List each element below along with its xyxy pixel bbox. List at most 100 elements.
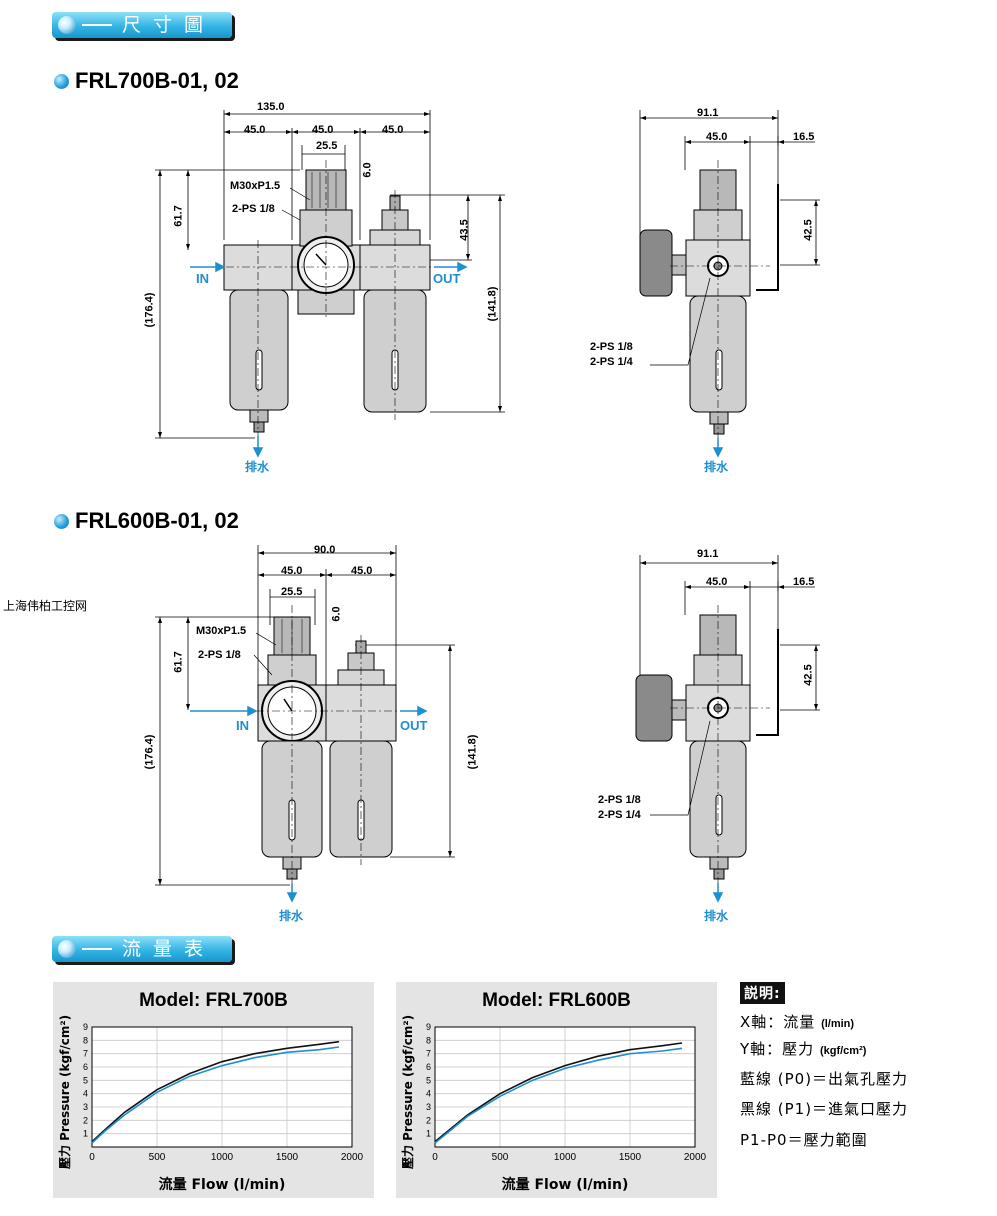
y-tick-label: 3 [426,1102,431,1112]
dim-seg2: 45.0 [351,565,373,577]
dim-lower-height: (141.8) [486,286,499,322]
legend-y-axis: Y軸：壓力 (kgf/cm²) [740,1038,866,1059]
y-tick-label: 3 [83,1102,88,1112]
legend-x-axis-text: X軸：流量 [740,1013,816,1031]
bullet-icon [58,16,76,34]
dim-knob-offset: 6.0 [361,162,374,178]
y-tick-label: 1 [426,1129,431,1139]
y-tick-label: 6 [83,1062,88,1072]
chart-frl600b: 1 2 3 4 5 6 7 8 9 0 500 1000 1500 2000 流量 Flow (l/min)… [400,1015,707,1193]
y-tick-label: 7 [426,1049,431,1059]
port-label-1: 2-PS 1/8 [598,794,641,806]
frl700b-front-drawing [155,110,505,458]
y-tick-label: 2 [426,1115,431,1125]
legend-x-unit: (l/min) [821,1018,855,1030]
inlet-label: IN [196,271,209,286]
dim-body-width: 45.0 [706,131,728,143]
model-title-frl600b: FRL600B-01, 02 [54,508,239,534]
drain-label: 排水 [704,909,729,923]
dim-knob-offset: 6.0 [330,606,343,622]
chart-panel-frl600b: Model: FRL600B 1 2 3 4 5 6 7 8 9 0 500 1000 1500 2000… [396,982,717,1198]
legend-y-unit: (kgf/cm²) [819,1045,867,1057]
dimensions-section-title: 尺寸圖 [122,14,216,36]
legend-blue-line: 藍線 (P0)＝出氣孔壓力 [740,1070,909,1088]
dim-seg3: 45.0 [382,124,404,136]
inlet-label: IN [236,718,249,733]
model-title-frl700b: FRL700B-01, 02 [54,68,239,94]
x-tick-label: 500 [149,1152,166,1163]
x-axis-label: 流量 Flow (l/min) [502,1176,629,1193]
y-tick-label: 6 [426,1062,431,1072]
x-tick-label: 0 [432,1152,438,1163]
series-line-1 [434,1047,683,1144]
series-line-0 [91,1040,340,1143]
banner-dash [82,24,112,26]
dim-body-width: 45.0 [706,576,728,588]
model-title-text: FRL700B-01, 02 [75,68,239,93]
dim-seg1: 45.0 [281,565,303,577]
frl700b-side-drawing [639,110,820,458]
frl600b-front-drawing [155,545,455,903]
watermark-text: 上海伟柏工控网 [3,599,88,613]
drain-label: 排水 [245,460,270,474]
dim-thread: M30xP1.5 [230,180,281,192]
y-tick-label: 7 [83,1049,88,1059]
legend-difference: P1-P0＝壓力範圍 [740,1131,868,1149]
y-tick-label: 9 [426,1022,431,1032]
dim-bracket-offset: 16.5 [793,131,815,143]
frl600b-side-drawing [635,555,820,903]
dim-upper-height: 61.7 [172,651,185,673]
flow-section-title: 流量表 [122,938,216,960]
plot-frame [434,1026,696,1148]
flow-section-banner: 流量表 [52,936,242,966]
legend-header: 説明: [740,982,785,1004]
y-tick-label: 8 [426,1035,431,1045]
dim-seg2: 45.0 [312,124,334,136]
x-axis-label: 流量 Flow (l/min) [159,1176,286,1193]
outlet-label: OUT [433,271,461,286]
y-tick-label: 9 [83,1022,88,1032]
y-tick-label: 8 [83,1035,88,1045]
y-tick-label: 5 [83,1075,88,1085]
y-tick-label: 4 [83,1089,88,1099]
dim-bracket-offset: 16.5 [793,576,815,588]
dim-lower-height: (141.8) [466,734,479,770]
dim-total-height: (176.4) [143,734,156,770]
dim-overall-width: 135.0 [257,101,285,113]
drain-label: 排水 [279,909,304,923]
dim-knob-width: 25.5 [281,586,303,598]
dim-thread: M30xP1.5 [196,625,247,637]
dim-lubricator-height: 43.5 [458,219,471,241]
dim-seg1: 45.0 [244,124,266,136]
dim-overall-width: 90.0 [314,544,336,556]
outlet-label: OUT [400,718,428,733]
series-line-0 [434,1042,683,1143]
x-tick-label: 1000 [211,1152,234,1163]
x-tick-label: 1000 [554,1152,577,1163]
dim-bracket-height: 42.5 [802,664,815,686]
x-tick-label: 500 [492,1152,509,1163]
plot-frame [91,1026,353,1148]
y-axis-label: 壓力 Pressure (kgf/cm²) [57,1015,72,1169]
bullet-icon [54,74,69,89]
y-tick-label: 4 [426,1089,431,1099]
dim-overall-width: 91.1 [697,548,719,560]
port-label-1: 2-PS 1/8 [590,341,633,353]
legend-x-axis: X軸：流量 (l/min) [740,1011,854,1032]
chart-title: Model: FRL600B [482,990,631,1011]
x-tick-label: 1500 [619,1152,642,1163]
chart-title: Model: FRL700B [139,990,288,1011]
y-tick-label: 5 [426,1075,431,1085]
x-tick-label: 1500 [276,1152,299,1163]
x-tick-label: 2000 [684,1152,707,1163]
port-label-2: 2-PS 1/4 [598,809,641,821]
y-axis-label: 壓力 Pressure (kgf/cm²) [400,1015,415,1169]
dim-gauge-port: 2-PS 1/8 [232,203,275,215]
port-label-2: 2-PS 1/4 [590,356,633,368]
dimensions-section-banner: 尺寸圖 [52,12,242,42]
legend-black-line: 黑線 (P1)＝進氣口壓力 [740,1100,909,1118]
dim-bracket-height: 42.5 [802,219,815,241]
dim-overall-width: 91.1 [697,107,719,119]
